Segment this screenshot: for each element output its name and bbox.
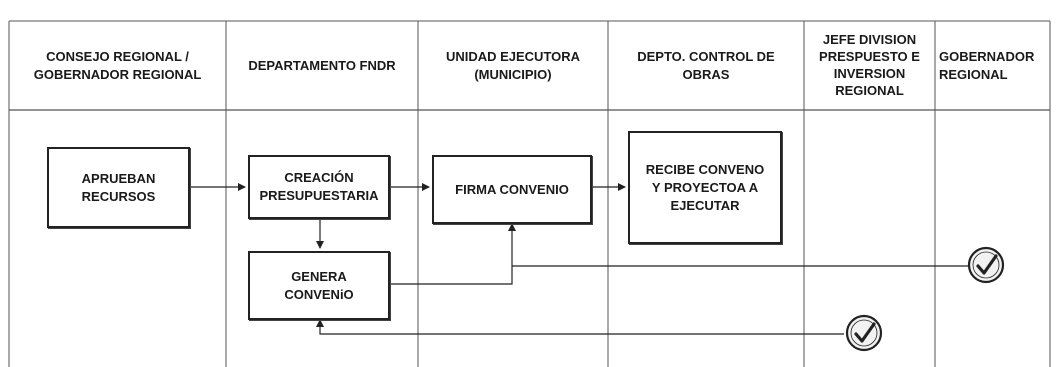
approval-check-icon xyxy=(967,246,1005,284)
connector-genera-to-firma xyxy=(390,223,516,285)
lane-header-consejo: CONSEJO REGIONAL / GOBERNADOR REGIONAL xyxy=(33,48,202,82)
step-firma-convenio: FIRMA CONVENIO xyxy=(432,155,592,224)
step-aprueban-recursos: APRUEBAN RECURSOS xyxy=(47,147,190,228)
step-creacion-presupuestaria: CREACIÓN PRESUPUESTARIA xyxy=(248,155,390,219)
lane-header-gobernador: GOBERNADOR REGIONAL xyxy=(939,48,1035,82)
lane-header-jefe-division: JEFE DIVISION PRESPUESTO E INVERSION REG… xyxy=(819,31,920,98)
lane-header-control-obras: DEPTO. CONTROL DE OBRAS xyxy=(637,48,775,82)
step-genera-convenio: GENERA CONVENiO xyxy=(248,251,390,320)
approval-check-icon xyxy=(845,314,883,352)
lane-header-fndr: DEPARTAMENTO FNDR xyxy=(248,57,396,73)
step-recibe-convenio: RECIBE CONVENO Y PROYECTOA A EJECUTAR xyxy=(628,131,782,244)
lane-header-unidad: UNIDAD EJECUTORA (MUNICIPIO) xyxy=(445,48,581,82)
connector-jefe-approval-to-genera xyxy=(316,319,844,335)
